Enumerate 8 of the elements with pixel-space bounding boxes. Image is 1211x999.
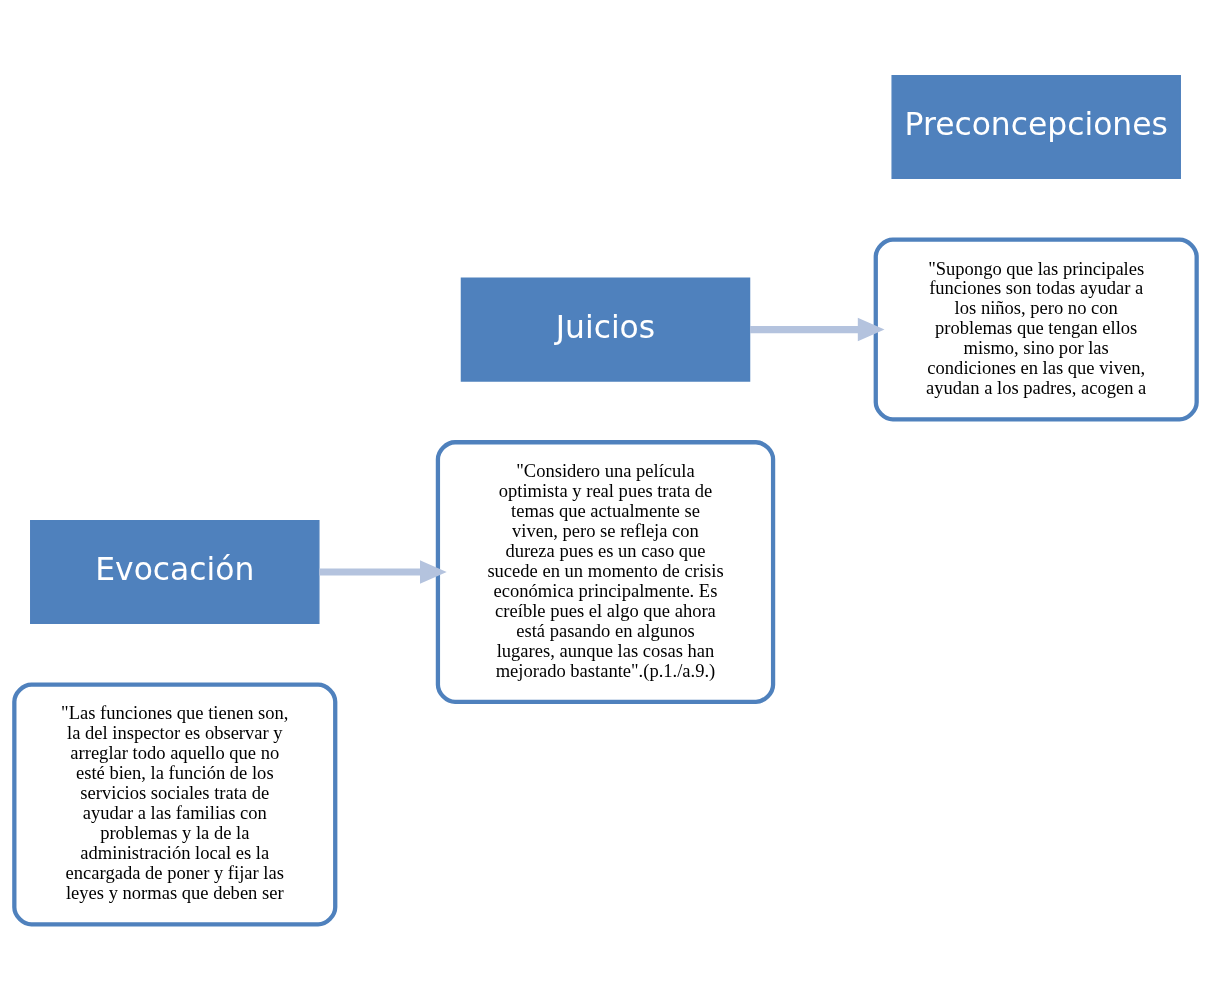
node-box: Juicios [460, 277, 751, 382]
node-box: Preconcepciones [891, 74, 1181, 179]
node-box: Evocación [30, 519, 320, 624]
node-box: "Supongo que las principales funciones son todas ayudar a los niños, pero no con problemas que tengan ellos mismo, sino por las condiciones en las que viven, ayudan a los padres, acogen a [873, 237, 1199, 422]
node-box: "Considero una película optimista y real pues trata de temas que actualmente se viven, pero se refleja con dureza pues es un caso que sucede en un momento de crisis económica principalmente. Es creíble pues el algo que ahora está pasando en algunos lugares, aunque las cosas han mejorado bastante".(p.1./a.9.) [435, 439, 776, 704]
node-box: "Las funciones que tienen son, la del inspector es observar y arreglar todo aquello que no esté bien, la función de los servicios sociales trata de ayudar a las familias con problemas y la de la administración local es la encargada de poner y fijar las leyes y normas que deben ser [12, 682, 338, 926]
arrow [750, 317, 885, 341]
arrow [319, 559, 447, 584]
